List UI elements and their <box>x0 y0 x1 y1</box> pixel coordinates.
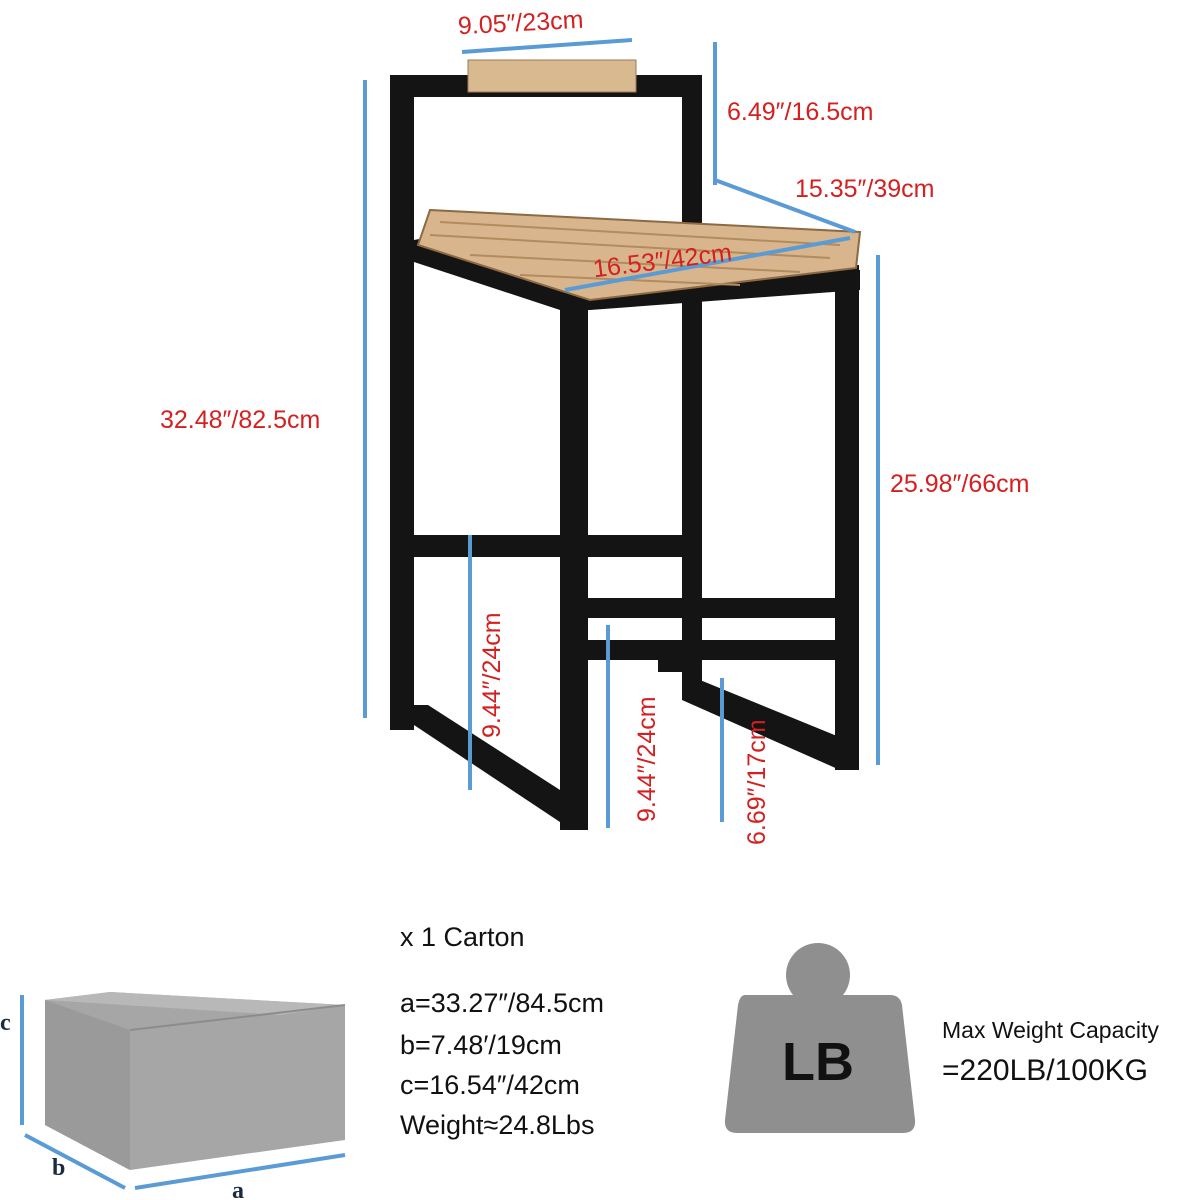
carton-dim-b: b=7.48′/19cm <box>400 1030 562 1060</box>
carton-dimension-lines <box>20 995 346 1190</box>
carton-dim-a: a=33.27″/84.5cm <box>400 988 604 1018</box>
seat-depth-label: 15.35″/39cm <box>795 175 935 203</box>
capacity-title: Max Weight Capacity <box>942 1017 1159 1043</box>
capacity-value: =220LB/100KG <box>942 1054 1148 1087</box>
backrest-width-label: 9.05″/23cm <box>457 6 584 41</box>
carton-label-c: c <box>0 1010 11 1036</box>
right-bottom-bar <box>682 680 859 770</box>
left-bottom-bar <box>414 705 588 830</box>
carton-label-a: a <box>232 1178 244 1200</box>
back-left-post <box>390 75 414 730</box>
carton-label-b: b <box>52 1155 65 1181</box>
weight-icon <box>724 943 916 1133</box>
weight-icon-label: LB <box>782 1032 854 1092</box>
seat-depth-line <box>714 178 856 234</box>
carton-top <box>45 992 345 1015</box>
stool <box>390 59 862 830</box>
total-height-label: 32.48″/82.5cm <box>160 406 320 434</box>
carton-count: x 1 Carton <box>400 922 525 952</box>
carton-side <box>45 1000 130 1170</box>
front-rung-upper <box>588 598 835 618</box>
front-left-leg <box>560 295 588 830</box>
side-rung <box>414 535 682 557</box>
seat-height-label: 25.98″/66cm <box>890 470 1030 498</box>
carton-dim-c: c=16.54″/42cm <box>400 1070 580 1100</box>
seat-width-line <box>564 236 851 292</box>
side-rung-height-label: 9.44″/24cm <box>478 612 506 738</box>
rear-bottom-rung <box>658 658 682 672</box>
backrest-height-label: 6.49″/16.5cm <box>727 98 873 126</box>
carton-weight: Weight≈24.8Lbs <box>400 1110 594 1140</box>
front-rung-lower <box>588 640 835 660</box>
bottom-rung-height-label: 6.69″/17cm <box>743 719 771 845</box>
backrest-width-line <box>461 38 633 54</box>
carton-box <box>45 992 346 1170</box>
dimension-lines <box>363 38 880 828</box>
front-rung-height-label: 9.44″/24cm <box>633 696 661 822</box>
front-right-leg <box>835 265 859 770</box>
backrest-wood-slat <box>467 59 637 93</box>
